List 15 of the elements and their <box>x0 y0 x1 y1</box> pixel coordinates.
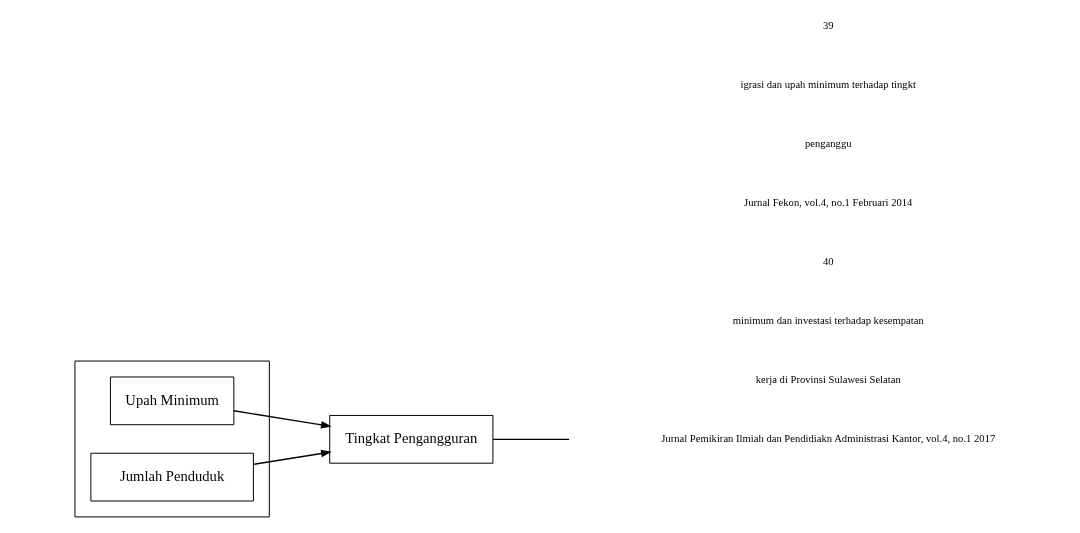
label: penganggu <box>804 137 852 149</box>
label: igrasi dan upah minimum terhadap tingkt <box>740 78 916 90</box>
connector <box>492 438 570 440</box>
label: kerja di Provinsi Sulawesi Selatan <box>755 373 901 385</box>
arrow <box>252 449 332 465</box>
label: Jurnal Pemikiran Ilmiah dan Pendidiakn Administrasi Kantor, vol.4, no.1 2017 <box>661 432 996 444</box>
arrow <box>233 410 332 429</box>
label: 40 <box>822 255 834 267</box>
label: minimum dan investasi terhadap kesempatan <box>732 314 924 326</box>
label: Jurnal Fekon, vol.4, no.1 Februari 2014 <box>744 196 913 208</box>
label: 39 <box>822 19 834 31</box>
node-box: Tingkat Pengangguran <box>329 414 494 464</box>
cluster <box>74 360 270 518</box>
node-box: Upah Minimum <box>109 376 235 426</box>
node-box: Jumlah Penduduk <box>90 452 254 502</box>
